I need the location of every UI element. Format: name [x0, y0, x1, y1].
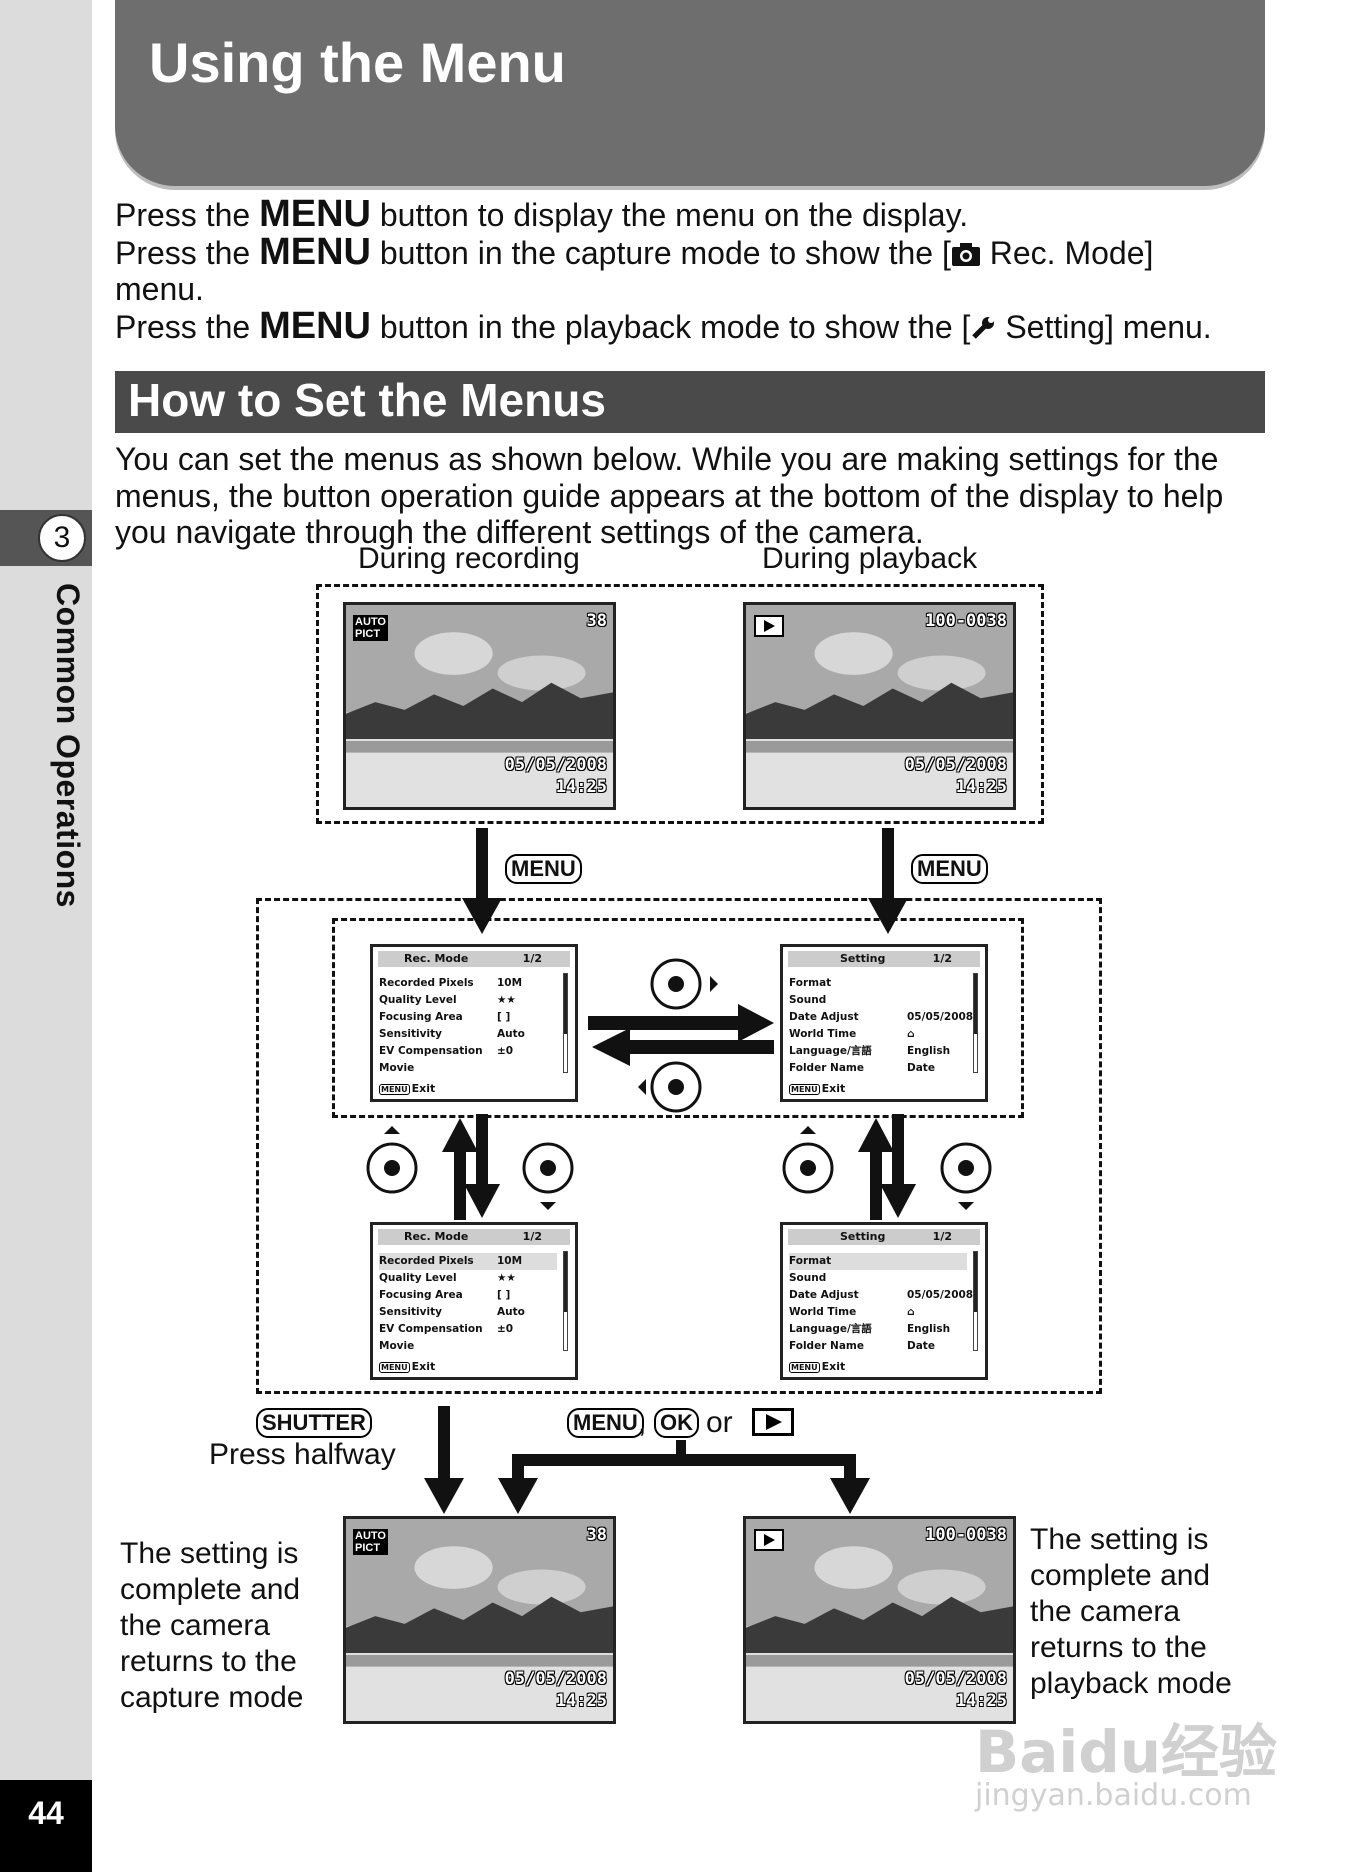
menu-row: Folder Name Date: [789, 1338, 967, 1355]
menu-row-label: Sensitivity: [379, 1028, 442, 1040]
shutter-key: SHUTTER: [256, 1408, 372, 1438]
menu-row-value: 05/05/2008: [907, 1009, 973, 1026]
setting-menu-top: Setting1/2 FormatSoundDate Adjust05/05/2…: [780, 944, 988, 1102]
menu-row-label: Sound: [789, 1272, 826, 1284]
playback-return-caption: The setting is complete and the camera r…: [1030, 1522, 1260, 1702]
time-readout: 14:25: [556, 1691, 607, 1711]
menu-row-value: [ ]: [497, 1287, 510, 1304]
menu-row: Date Adjust05/05/2008: [789, 1287, 967, 1304]
menu-row: EV Compensation ±0: [379, 1043, 557, 1060]
menu-row-value: ±0: [497, 1043, 513, 1060]
watermark-url: jingyan.baidu.com: [975, 1778, 1252, 1813]
baidu-watermark: Baidu经验: [975, 1705, 1277, 1789]
menu-row-value: 05/05/2008: [907, 1287, 973, 1304]
menu-row: Movie: [379, 1060, 557, 1077]
menu-row-value: ★★: [497, 1270, 516, 1287]
menu-key: MENU: [567, 1408, 644, 1438]
menu-row: Recorded Pixels 10M: [379, 1253, 557, 1270]
menu-row: Folder Name Date: [789, 1060, 967, 1077]
playback-screen-bottom: 100-0038 05/05/2008 14:25: [743, 1516, 1016, 1724]
menu-row-label: Focusing Area: [379, 1289, 463, 1301]
menu-row-value: ⌂: [907, 1026, 915, 1043]
capture-return-caption: The setting is complete and the camera r…: [120, 1536, 330, 1716]
menu-row: Quality Level ★★: [379, 992, 557, 1009]
menu-row-value: ±0: [497, 1321, 513, 1338]
menu-row-label: Folder Name: [789, 1062, 864, 1074]
menu-row: Sound: [789, 1270, 967, 1287]
play-mode-icon: [754, 1529, 784, 1551]
menu-row-label: Format: [789, 1255, 831, 1267]
menu-row: Quality Level ★★: [379, 1270, 557, 1287]
menu-row: Focusing Area [ ]: [379, 1287, 557, 1304]
menu-row-value: ⌂: [907, 1304, 915, 1321]
playback-key: [752, 1408, 794, 1436]
comma-label: ,: [638, 1406, 646, 1440]
shots-remaining: 38: [587, 1525, 607, 1545]
menu-row: Recorded Pixels 10M: [379, 975, 557, 992]
menu-row: Format: [789, 975, 967, 992]
menu-row: Format: [789, 1253, 967, 1270]
menu-row-label: Language/言語: [789, 1323, 872, 1335]
menu-row-label: Language/言語: [789, 1045, 872, 1057]
menu-row: Language/言語 English: [789, 1321, 967, 1338]
menu-row-value: [ ]: [497, 1009, 510, 1026]
menu-row-label: EV Compensation: [379, 1045, 483, 1057]
menu-rows: Recorded Pixels10MQuality Level★★Focusin…: [379, 1253, 557, 1355]
menu-row-value: ★★: [497, 992, 516, 1009]
menu-row: Sensitivity Auto: [379, 1026, 557, 1043]
menu-row-label: Folder Name: [789, 1340, 864, 1352]
menu-row-label: EV Compensation: [379, 1323, 483, 1335]
menu-row-label: Movie: [379, 1062, 414, 1074]
menu-row: Language/言語 English: [789, 1043, 967, 1060]
file-number: 100-0038: [925, 1525, 1007, 1545]
menu-row-label: Sensitivity: [379, 1306, 442, 1318]
menu-row-label: Quality Level: [379, 994, 457, 1006]
menu-row: EV Compensation ±0: [379, 1321, 557, 1338]
menu-row: World Time ⌂: [789, 1026, 967, 1043]
menu-row-label: World Time: [789, 1306, 856, 1318]
menu-row-label: Recorded Pixels: [379, 1255, 474, 1267]
menu-row-label: World Time: [789, 1028, 856, 1040]
menu-row-label: Quality Level: [379, 1272, 457, 1284]
menu-row-value: Date: [907, 1338, 935, 1355]
menu-row-value: English: [907, 1043, 950, 1060]
menu-row-label: Movie: [379, 1340, 414, 1352]
menu-row-label: Date Adjust: [789, 1289, 859, 1301]
menu-row-value: Auto: [497, 1304, 525, 1321]
ok-key: OK: [654, 1408, 699, 1438]
menu-row-value: English: [907, 1321, 950, 1338]
or-label: or: [706, 1406, 733, 1440]
menu-row-label: Sound: [789, 994, 826, 1006]
menu-row: World Time ⌂: [789, 1304, 967, 1321]
menu-row-value: 10M: [497, 975, 522, 992]
menu-row: Sound: [789, 992, 967, 1009]
menu-row-label: Date Adjust: [789, 1011, 859, 1023]
date-readout: 05/05/2008: [905, 1669, 1007, 1689]
menu-row-value: 10M: [497, 1253, 522, 1270]
press-halfway-label: Press halfway: [209, 1438, 396, 1472]
menu-row-label: Format: [789, 977, 831, 989]
date-readout: 05/05/2008: [505, 1669, 607, 1689]
menu-row: Movie: [379, 1338, 557, 1355]
menu-row-label: Recorded Pixels: [379, 977, 474, 989]
menu-row: Focusing Area [ ]: [379, 1009, 557, 1026]
menu-row-label: Focusing Area: [379, 1011, 463, 1023]
menu-row: Sensitivity Auto: [379, 1304, 557, 1321]
play-icon: [755, 1411, 791, 1433]
menu-row-value: Auto: [497, 1026, 525, 1043]
menu-row-value: Date: [907, 1060, 935, 1077]
